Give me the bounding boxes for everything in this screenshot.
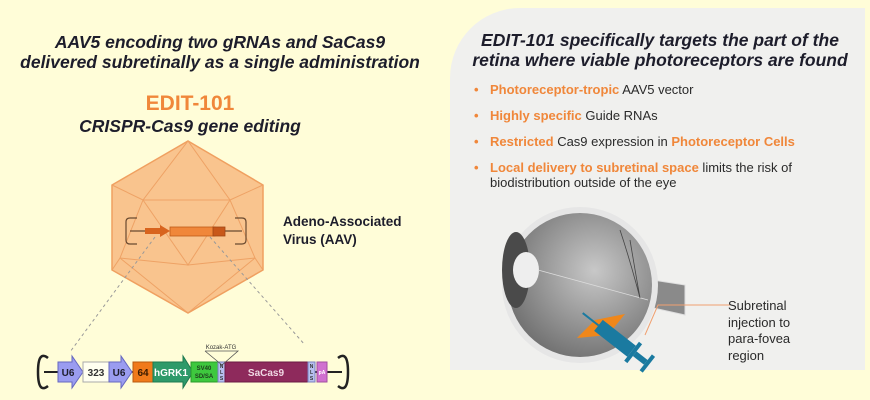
injection-label: Subretinal injection to para-fovea regio… — [728, 298, 790, 364]
nls-2-l: L — [310, 370, 313, 376]
cassette-sacas9-label: SaCas9 — [248, 368, 285, 379]
cassette-sdsa-label: SD/SA — [195, 374, 214, 380]
callout-line — [644, 304, 730, 336]
bullet-text: limits the risk of biodistribution outsi… — [490, 160, 792, 190]
right-heading-line1: EDIT-101 specifically targets the part o… — [481, 30, 839, 50]
cassette-pa-label: pA — [319, 370, 326, 376]
left-itr-icon — [36, 354, 49, 390]
bullet-highlight: Local delivery to subretinal space — [490, 160, 699, 175]
hgrk1-promoter — [152, 354, 194, 390]
bullet-icon: • — [474, 134, 479, 149]
list-item: • Restricted Cas9 expression in Photorece… — [472, 134, 862, 149]
list-item: • Photoreceptor-tropic AAV5 vector — [472, 82, 862, 97]
cassette-323-label: 323 — [88, 368, 105, 379]
right-heading: EDIT-101 specifically targets the part o… — [460, 30, 860, 70]
gene-cassette: Kozak-ATG U6 323 U6 64 hGRK1 SV40 SD/SA … — [36, 345, 350, 390]
feature-list: • Photoreceptor-tropic AAV5 vector • Highl… — [472, 82, 862, 201]
bullet-highlight: Restricted — [490, 134, 554, 149]
bullet-highlight-2: Photoreceptor Cells — [671, 134, 795, 149]
product-name: EDIT-101 — [145, 92, 235, 115]
syringe-icon — [582, 312, 656, 373]
bullet-highlight: Highly specific — [490, 108, 582, 123]
u6-promoter-2 — [108, 354, 133, 390]
aav-diagram: Kozak-ATG U6 323 U6 64 hGRK1 SV40 SD/SA … — [36, 140, 350, 390]
injection-label-line: para-fovea — [728, 331, 791, 346]
product-subtitle: CRISPR-Cas9 gene editing — [79, 116, 301, 136]
bullet-icon: • — [474, 160, 479, 175]
kozak-label: Kozak-ATG — [206, 345, 237, 351]
bullet-icon: • — [474, 82, 479, 97]
u6-promoter-1 — [57, 354, 84, 390]
injection-label-line: injection to — [728, 314, 791, 330]
bullet-text: AAV5 vector — [619, 82, 694, 97]
cassette-hgrk1-label: hGRK1 — [154, 368, 188, 379]
nls-2-n: N — [310, 364, 314, 370]
left-heading-line1: AAV5 encoding two gRNAs and SaCas9 — [54, 32, 386, 52]
cassette-64-label: 64 — [137, 368, 149, 379]
list-item: • Local delivery to subretinal space limi… — [472, 160, 820, 190]
right-itr-icon — [337, 354, 350, 390]
cassette-sv40-label: SV40 — [197, 366, 212, 372]
injection-label-line: Subretinal — [728, 298, 787, 313]
aav-label-line2: Virus (AAV) — [283, 232, 357, 247]
aav-label: Adeno-Associated Virus (AAV) — [283, 213, 402, 249]
aav-label-line1: Adeno-Associated — [283, 214, 402, 229]
list-item: • Highly specific Guide RNAs — [472, 108, 862, 123]
left-heading: AAV5 encoding two gRNAs and SaCas9 deliv… — [0, 32, 440, 72]
lens — [513, 252, 539, 288]
eye-icon — [502, 207, 686, 363]
nls-2-s: S — [310, 376, 314, 382]
cassette-u6-label-2: U6 — [113, 368, 126, 379]
bullet-highlight: Photoreceptor-tropic — [490, 82, 620, 97]
nls-1-s: S — [220, 376, 224, 382]
aav-genome-insert — [125, 217, 247, 245]
cassette-u6-label: U6 — [62, 368, 75, 379]
injection-label-line: region — [728, 347, 765, 363]
aav-capsid-icon — [111, 140, 264, 314]
left-heading-line2: delivered subretinally as a single admin… — [20, 52, 420, 72]
nls-1-n: N — [220, 364, 224, 370]
bullet-icon: • — [474, 108, 479, 123]
bullet-text: Guide RNAs — [581, 108, 658, 123]
kozak-marker — [204, 350, 240, 366]
eye-illustration — [502, 207, 730, 373]
nls-1-l: L — [220, 370, 223, 376]
bullet-text: Cas9 expression in — [553, 134, 672, 149]
right-heading-line2: retina where viable photoreceptors are f… — [472, 50, 848, 70]
